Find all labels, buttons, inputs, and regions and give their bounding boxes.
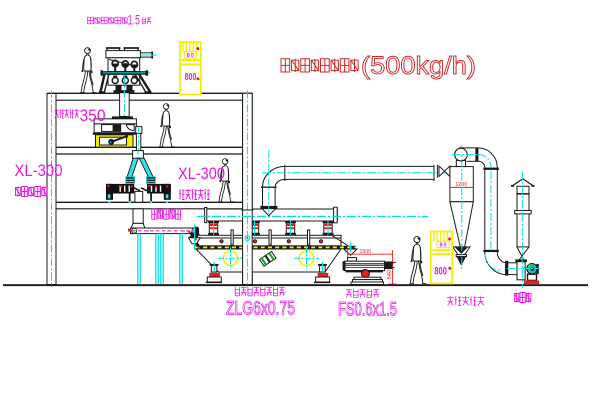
svg-text:800: 800 [185, 72, 197, 83]
svg-text:350: 350 [80, 106, 106, 125]
svg-text:80: 80 [187, 53, 194, 59]
svg-text:XL-300: XL-300 [178, 165, 225, 183]
svg-text:540: 540 [387, 270, 393, 280]
svg-text:FS0.6x1.5: FS0.6x1.5 [338, 300, 397, 321]
svg-text:80: 80 [440, 243, 447, 249]
svg-text:1500: 1500 [360, 249, 372, 255]
svg-text:800: 800 [434, 266, 447, 278]
svg-text:ZLG6x0.75: ZLG6x0.75 [226, 299, 295, 320]
svg-text:1.5: 1.5 [128, 13, 141, 28]
svg-text:(500kg/h): (500kg/h) [361, 52, 476, 80]
svg-text:XL-300: XL-300 [15, 162, 63, 180]
